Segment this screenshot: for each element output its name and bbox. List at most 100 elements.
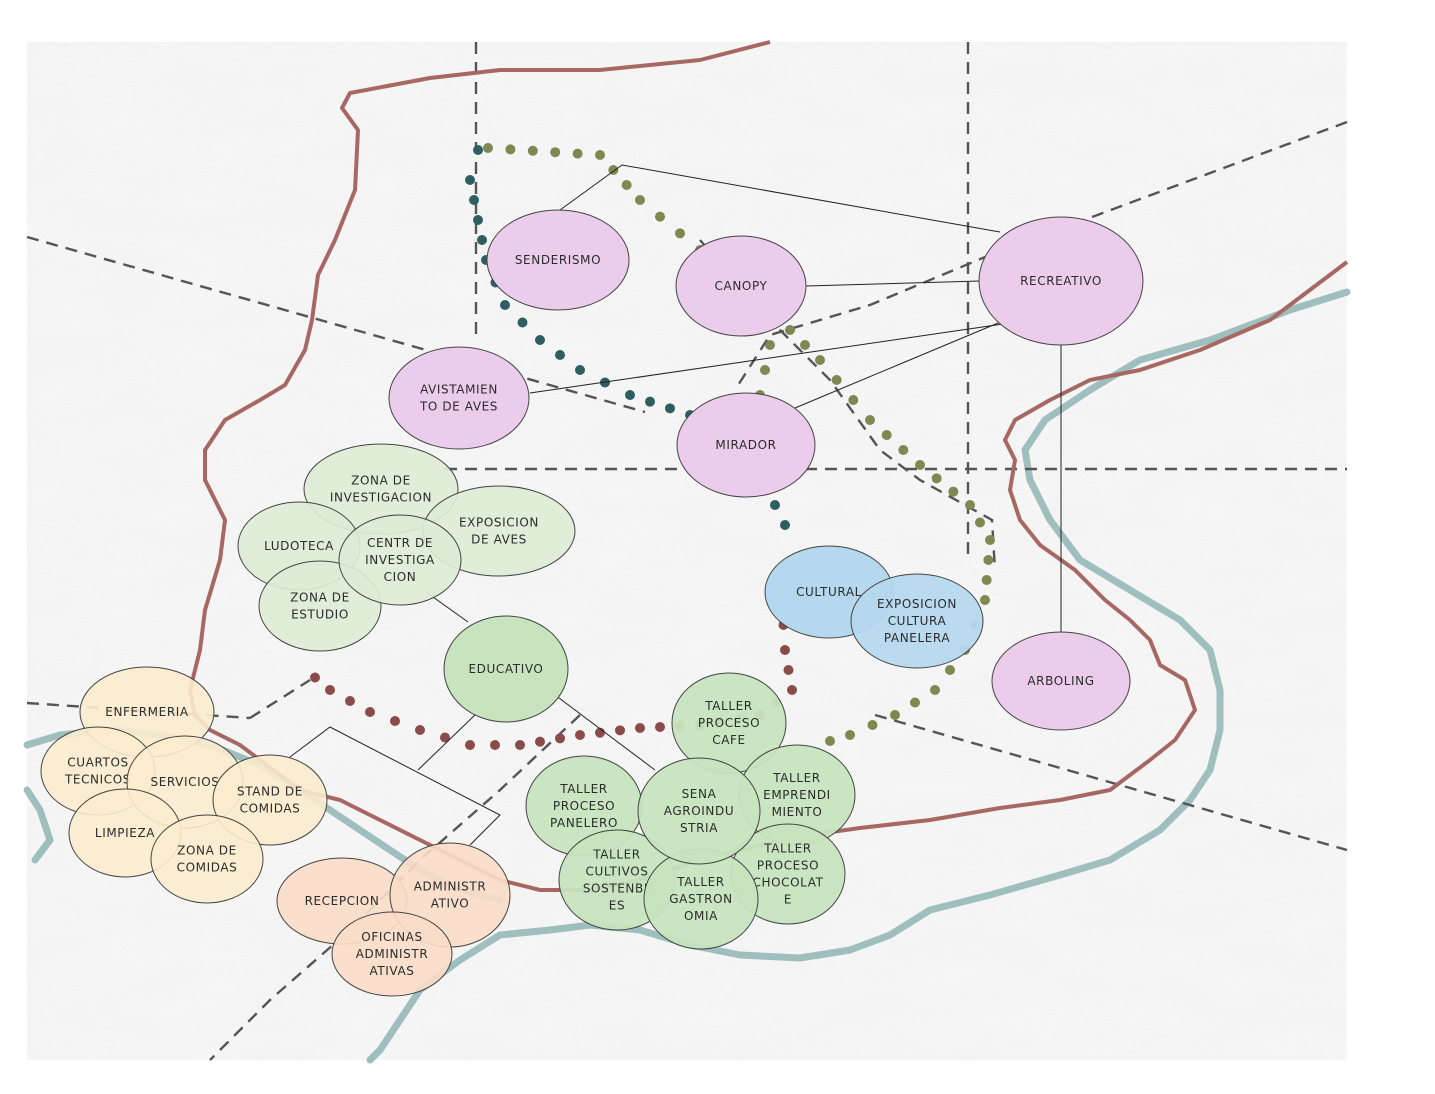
- trail-dot: [985, 535, 995, 545]
- trail-dot: [770, 500, 780, 510]
- trail-dot: [890, 710, 900, 720]
- trail-dot: [473, 215, 483, 225]
- bubble-educativo[interactable]: EDUCATIVO: [443, 615, 569, 723]
- trail-dot: [815, 355, 825, 365]
- bubble-label-canopy: CANOPY: [715, 279, 768, 293]
- trail-dot: [490, 740, 500, 750]
- trail-dot: [535, 335, 545, 345]
- trail-dot: [765, 340, 775, 350]
- bubble-label-educativo: EDUCATIVO: [469, 662, 544, 676]
- bubble-label-cultural: CULTURAL: [796, 585, 862, 599]
- trail-dot: [975, 517, 985, 528]
- trail-dot: [760, 365, 770, 375]
- bubble-arboling[interactable]: ARBOLING: [991, 631, 1131, 731]
- bubble-label-servicios: SERVICIOS: [150, 775, 219, 789]
- trail-dot: [625, 390, 635, 400]
- trail-dot: [948, 486, 959, 497]
- trail-dot: [665, 403, 675, 414]
- trail-dot: [555, 733, 565, 744]
- bubble-senderismo[interactable]: SENDERISMO: [486, 209, 630, 311]
- trail-dot: [415, 725, 425, 735]
- bubble-label-recepcion: RECEPCION: [305, 894, 380, 908]
- trail-dot: [365, 707, 375, 717]
- trail-dot: [535, 736, 545, 747]
- bubble-label-enfermeria: ENFERMERIA: [105, 705, 189, 719]
- trail-dot: [595, 150, 605, 160]
- trail-dot: [831, 375, 842, 385]
- trail-dot: [465, 740, 475, 750]
- trail-dot: [515, 740, 525, 750]
- bubble-label-limpieza: LIMPIEZA: [95, 826, 155, 840]
- trail-dot: [780, 645, 790, 655]
- bubble-mirador[interactable]: MIRADOR: [676, 392, 816, 498]
- bubble-label-senderismo: SENDERISMO: [515, 253, 601, 267]
- trail-dot: [825, 736, 835, 746]
- trail-dot: [483, 143, 493, 153]
- trail-dot: [785, 325, 795, 335]
- trail-dot: [635, 723, 645, 733]
- trail-dot: [848, 395, 859, 405]
- trail-dot: [867, 720, 878, 730]
- trail-dot: [621, 180, 632, 190]
- trail-dot: [440, 732, 450, 743]
- trail-dot: [635, 195, 645, 205]
- trail-dot: [575, 365, 585, 375]
- trail-dot: [881, 430, 892, 440]
- trail-dot: [615, 725, 625, 736]
- trail-dot: [550, 147, 561, 158]
- trail-dot: [473, 145, 483, 155]
- trail-dot: [465, 175, 475, 185]
- trail-dot: [780, 520, 790, 530]
- trail-dot: [945, 665, 955, 675]
- trail-dot: [783, 665, 794, 675]
- trail-dot: [390, 716, 400, 726]
- trail-dot: [980, 595, 990, 605]
- trail-dot: [505, 144, 516, 155]
- trail-dot: [655, 211, 665, 222]
- bubble-canopy[interactable]: CANOPY: [675, 235, 807, 337]
- trail-dot: [469, 195, 479, 205]
- trail-dot: [800, 340, 810, 350]
- bubble-recreativo[interactable]: RECREATIVO: [978, 216, 1144, 346]
- trail-dot: [898, 445, 909, 455]
- trail-dot: [915, 460, 925, 470]
- trail-dot: [845, 730, 855, 740]
- trail-dot: [575, 730, 585, 740]
- trail-dot: [983, 555, 994, 565]
- trail-dot: [477, 235, 487, 245]
- trail-dot: [930, 685, 940, 695]
- trail-dot: [500, 300, 510, 310]
- trail-dot: [965, 500, 975, 510]
- trail-dot: [645, 396, 655, 407]
- trail-dot: [931, 473, 942, 484]
